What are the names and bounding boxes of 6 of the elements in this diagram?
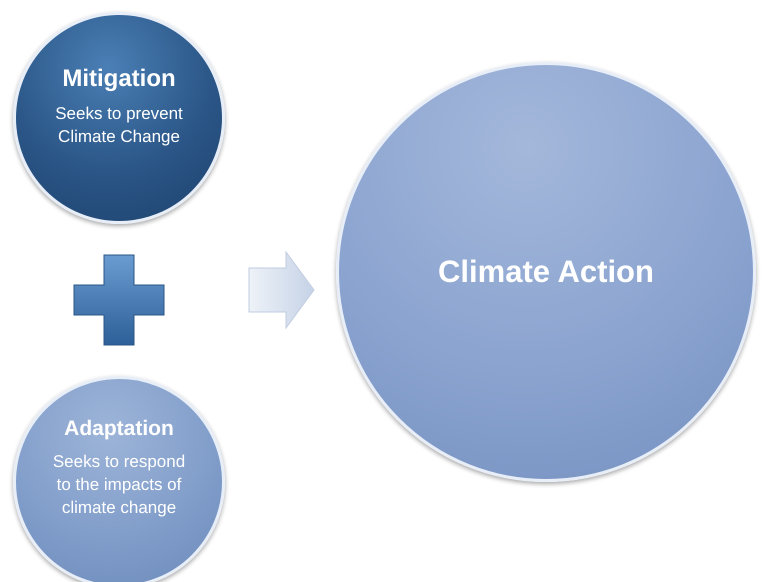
node-title: Mitigation	[61, 64, 177, 94]
block-arrow	[248, 250, 315, 330]
node-description: Seeks to prevent Climate Change	[54, 103, 184, 148]
node-title: Adaptation	[63, 416, 175, 442]
node-description: Seeks to respond to the impacts of climate change	[52, 451, 186, 520]
node-title: Climate Action	[437, 253, 655, 292]
